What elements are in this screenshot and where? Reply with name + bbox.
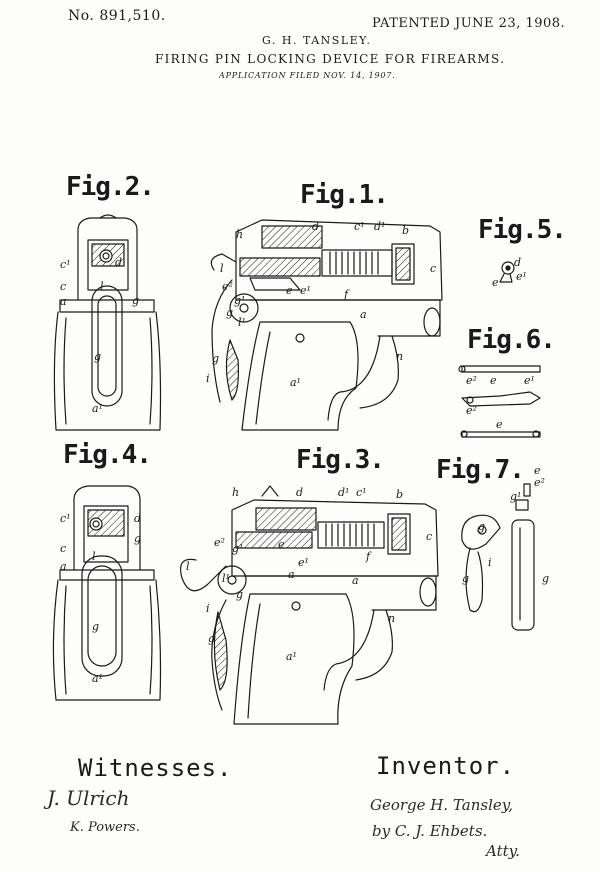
ref-e-fig5: e [492, 276, 499, 289]
witnesses-label: Witnesses. [78, 754, 233, 782]
fig-5-label: Fig.5. [478, 215, 567, 245]
ref-c-fig2: c [60, 280, 66, 293]
ref-e2-fig6: e² [466, 374, 477, 387]
ref-l-fig2: l [100, 280, 104, 293]
ref-c-fig1: c [430, 262, 436, 275]
ref-l1-fig3: l¹ [222, 572, 230, 585]
ref-a1-fig4: a¹ [92, 672, 103, 685]
ref-e-fig3: e [278, 538, 285, 551]
ref-l-fig1: l [220, 262, 224, 275]
ref-c1-fig1: c¹ [354, 220, 365, 233]
ref-e2-fig1: e² [222, 280, 233, 293]
ref-e-fig6: e [490, 374, 497, 387]
ref-f-fig3: f [365, 550, 372, 563]
fig-7-drawing [461, 483, 535, 631]
ref-f-fig1: f [343, 288, 350, 301]
fig-3-drawing [180, 485, 439, 725]
ref-e2-fig7: e² [534, 476, 545, 489]
ref-g1-fig1: g¹ [234, 294, 245, 307]
ref-a-fig1: a [360, 308, 367, 321]
ref-e2-fig3: e² [214, 536, 225, 549]
fig-1-label: Fig.1. [300, 180, 389, 210]
ref-g-fig4-b: g [92, 620, 99, 633]
ref-d1-fig3: d¹ [338, 486, 349, 499]
ref-n-fig1: n [396, 350, 403, 363]
attorney-title: Atty. [486, 842, 520, 860]
fig-5-drawing [499, 261, 515, 283]
attorney-signature: by C. J. Ehbets. [372, 822, 488, 840]
application-filed: APPLICATION FILED NOV. 14, 1907. [219, 71, 396, 80]
ref-b-fig3: b [396, 488, 403, 501]
ref-c1-fig3: c¹ [356, 486, 367, 499]
ref-e-fig1: e [286, 284, 293, 297]
fig-2-drawing [53, 214, 162, 431]
ref-i-fig1: i [206, 372, 210, 385]
ref-b-fig1: b [402, 224, 409, 237]
ref-l-fig3: l [186, 560, 190, 573]
ref-g-fig2-b: g [94, 350, 101, 363]
ref-a-fig3: a [288, 568, 295, 581]
ref-d-fig1: d [312, 220, 319, 233]
ref-e1-fig6: e¹ [524, 374, 535, 387]
ref-e-fig6-b: e [496, 418, 503, 431]
ref-e1-fig3: e¹ [298, 556, 309, 569]
ref-a1-fig2: a¹ [92, 402, 103, 415]
fig-6-label: Fig.6. [467, 325, 556, 355]
fig-4-label: Fig.4. [63, 440, 152, 470]
ref-a-fig2: a [60, 295, 67, 308]
patent-date: PATENTED JUNE 23, 1908. [372, 16, 566, 31]
ref-e1-fig1: e¹ [300, 284, 311, 297]
ref-a1-fig3: a¹ [286, 650, 297, 663]
ref-e-fig7: e [534, 464, 541, 477]
ref-d-fig5: d [514, 256, 521, 269]
patent-title: FIRING PIN LOCKING DEVICE FOR FIREARMS. [155, 52, 506, 66]
ref-c1-fig2: c¹ [60, 258, 71, 271]
fig-6-drawing [458, 365, 541, 438]
ref-l1-fig1: l¹ [238, 316, 246, 329]
ref-h-fig3: h [232, 486, 239, 499]
ref-e2-fig6-b: e² [466, 404, 477, 417]
ref-c-fig3: c [426, 530, 432, 543]
ref-d1-fig1: d¹ [374, 220, 385, 233]
fig-1-drawing [210, 219, 443, 431]
ref-g-fig3-b: g [208, 632, 215, 645]
fig-4-drawing [52, 485, 162, 701]
witness-signature-1: J. Ulrich [47, 786, 130, 810]
ref-d-fig4: d [134, 512, 141, 525]
inventor-signature: George H. Tansley, [370, 796, 513, 814]
ref-i-fig7: i [488, 556, 492, 569]
fig-2-label: Fig.2. [66, 172, 155, 202]
ref-g-fig4: g [134, 532, 141, 545]
patent-number: No. 891,510. [68, 8, 166, 24]
inventor-label: Inventor. [376, 752, 516, 780]
ref-g-fig7-c: g [542, 572, 549, 585]
ref-a-fig3-b: a [352, 574, 359, 587]
ref-g-fig1: g [226, 306, 233, 319]
ref-h-fig1: h [236, 228, 243, 241]
ref-g-fig2: g [132, 294, 139, 307]
ref-c-fig4: c [60, 542, 66, 555]
ref-g-fig1-b: g [212, 352, 219, 365]
ref-n-fig3: n [388, 612, 395, 625]
ref-d-fig2: d [115, 256, 122, 269]
ref-a1-fig1: a¹ [290, 376, 301, 389]
fig-7-label: Fig.7. [436, 455, 525, 485]
ref-e1-fig5: e¹ [516, 270, 527, 283]
ref-l-fig4: l [92, 550, 96, 563]
ref-g1-fig7: g¹ [510, 490, 521, 503]
ref-a-fig4: a [60, 560, 67, 573]
inventor-heading: G. H. TANSLEY. [262, 34, 372, 47]
ref-g-fig3: g [236, 588, 243, 601]
ref-c1-fig4: c¹ [60, 512, 71, 525]
ref-d-fig3: d [296, 486, 303, 499]
fig-3-label: Fig.3. [296, 445, 385, 475]
ref-g-fig7: g [478, 520, 485, 533]
ref-g1-fig3: g¹ [232, 542, 243, 555]
ref-g-fig7-b: g [462, 572, 469, 585]
witness-signature-2: K. Powers. [70, 820, 140, 835]
ref-i-fig3: i [206, 602, 210, 615]
reference-letters: c¹ c a d l g g a¹ h d c¹ d¹ b c l e² e e… [60, 220, 549, 685]
